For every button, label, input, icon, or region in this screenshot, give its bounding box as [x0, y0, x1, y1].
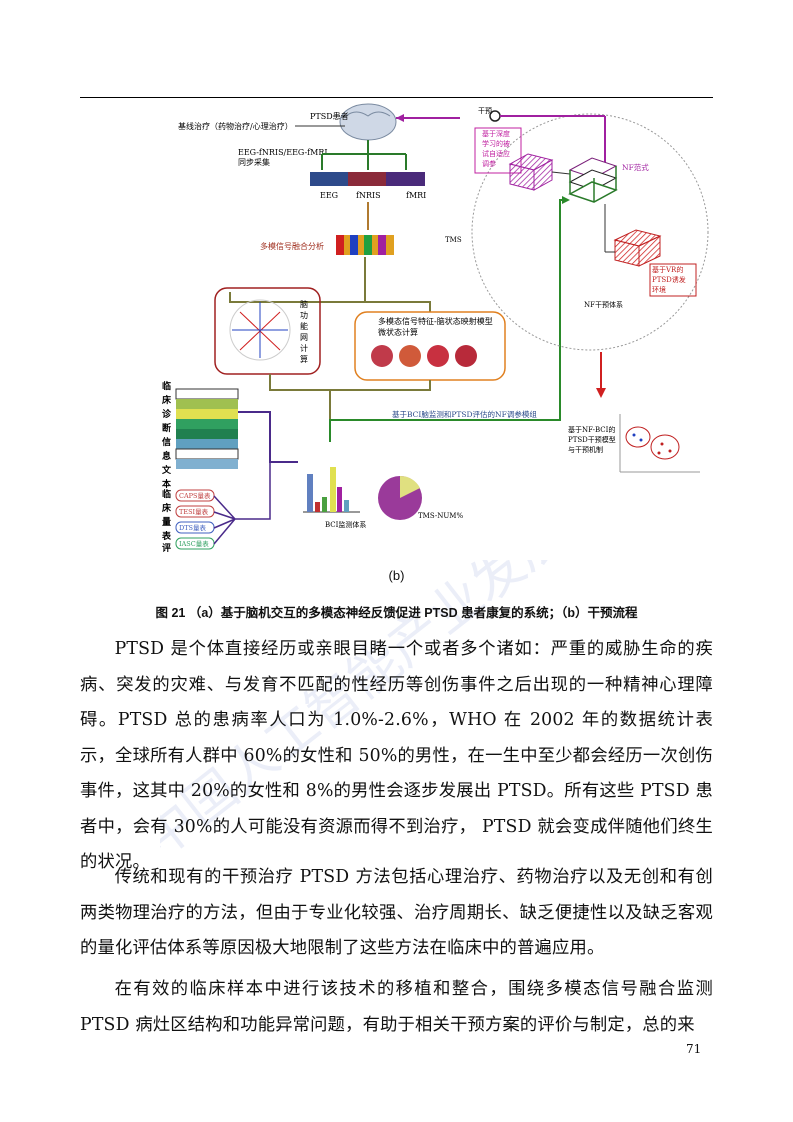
bci-system-label: BCI监测体系: [325, 520, 366, 529]
scale-iasc: IASC量表: [179, 539, 209, 548]
clinical-char-1: 床: [162, 394, 172, 406]
brain-net-char-0: 脑: [300, 299, 308, 309]
clinical-char-0: 临: [162, 380, 171, 392]
tms-label: TMS: [445, 236, 462, 244]
clinical-color-bars: [175, 388, 239, 469]
dl-label-0: 基于深度: [482, 129, 510, 138]
nf-system-circle: [471, 113, 709, 351]
dl-label-3: 调参: [482, 159, 496, 168]
paragraph-2: 传统和现有的干预治疗 PTSD 方法包括心理治疗、药物治疗以及无创和有创两类物理…: [80, 867, 713, 958]
paragraph-1: PTSD 是个体直接经历或亲眼目睹一个或者多个诸如：严重的威胁生命的疾病、突发的…: [80, 639, 713, 872]
dl-cube: [508, 153, 554, 191]
micro-label-1: 多模态信号特征-脑状态映射模型: [378, 316, 493, 326]
nf-paradigm-label: NF范式: [622, 162, 649, 172]
figure-panel-label: (b): [388, 568, 405, 583]
fmri-label: fMRI: [406, 191, 426, 200]
brain-net-char-5: 算: [300, 354, 308, 364]
scale-dts: DTS量表: [179, 523, 206, 532]
nf-system-label: NF干预体系: [584, 300, 623, 309]
fusion-bar: [336, 235, 394, 255]
scatter-plot: [619, 414, 700, 473]
dl-label-2: 试自适应: [482, 149, 510, 158]
fnris-label: fNRIS: [356, 191, 381, 200]
clinical-char-3: 断: [162, 422, 171, 434]
brain-network-icon: [229, 299, 291, 361]
vr-label-0: 基于VR的: [652, 265, 683, 274]
brain-icon: [339, 103, 397, 141]
vr-label-2: 环境: [652, 285, 666, 294]
figure-diagram: PTSD患者 基线治疗（药物治疗/心理治疗） EEG-fNRIS/EEG-fMR…: [160, 102, 720, 557]
nfbci-label-0: 基于NF-BCI的: [568, 425, 615, 434]
nfbci-label-2: 与干预机制: [568, 445, 603, 454]
scale-char-2: 量: [162, 516, 171, 528]
acq-label-2: 同步采集: [238, 157, 270, 167]
vr-label-1: PTSD诱发: [652, 275, 686, 284]
ptsd-patient-label: PTSD患者: [310, 111, 349, 121]
dl-label-1: 学习的被: [482, 139, 510, 148]
scale-caps: CAPS量表: [179, 491, 211, 500]
nfbci-label-1: PTSD干预模型: [568, 435, 616, 444]
bci-bar-chart: [303, 467, 360, 513]
tms-num-label: TMS-NUM%: [418, 512, 463, 520]
baseline-label: 基线治疗（药物治疗/心理治疗）: [178, 121, 293, 131]
tms-pie: [378, 475, 422, 520]
scale-tesi: TESI量表: [179, 507, 209, 516]
micro-label-2: 微状态计算: [378, 327, 418, 337]
brain-net-char-4: 计: [300, 343, 308, 353]
paragraph-3: 在有效的临床样本中进行该技术的移植和整合，围绕多模态信号融合监测 PTSD 病灶…: [80, 979, 713, 1035]
nf-stack: [568, 157, 618, 203]
clinical-char-6: 文: [161, 464, 172, 476]
clinical-char-2: 诊: [162, 408, 172, 420]
header-rule: [80, 97, 713, 98]
brain-net-char-2: 能: [300, 321, 308, 331]
scale-char-1: 床: [162, 502, 172, 514]
signal-bar: [310, 172, 425, 186]
feedback-label: 基于BCI脑监测和PTSD评估的NF调参模组: [392, 409, 537, 419]
scale-char-4: 评: [162, 542, 171, 554]
eeg-label: EEG: [320, 191, 338, 200]
clinical-char-7: 本: [162, 478, 172, 490]
page-number: 71: [686, 1042, 702, 1056]
brain-net-char-3: 网: [300, 333, 308, 342]
scale-char-0: 临: [162, 488, 171, 500]
acq-label-1: EEG-fNRIS/EEG-fMRI: [238, 148, 328, 157]
microstate-maps: [371, 345, 477, 367]
intervene-label: 干预: [478, 106, 492, 115]
vr-cube: [613, 229, 662, 267]
scale-char-3: 表: [161, 530, 172, 542]
clinical-char-4: 信: [162, 436, 171, 448]
figure-caption: 图 21 （a）基于脑机交互的多模态神经反馈促进 PTSD 患者康复的系统；（b…: [155, 606, 638, 620]
clinical-char-5: 息: [162, 450, 171, 462]
brain-net-char-1: 功: [300, 310, 308, 320]
fusion-label: 多模信号融合分析: [260, 241, 324, 251]
